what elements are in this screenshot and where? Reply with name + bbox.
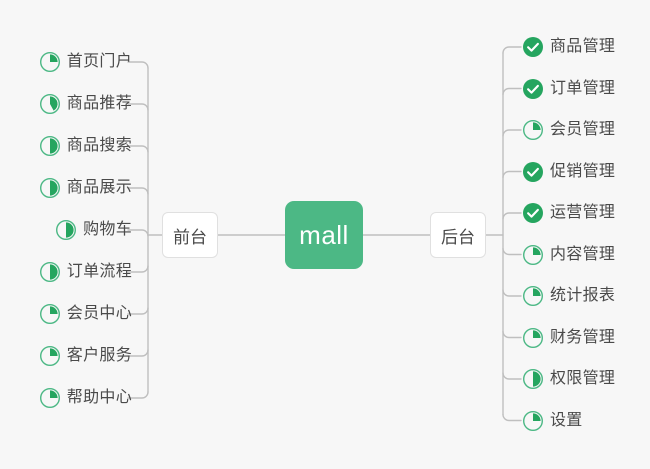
connector-line xyxy=(502,212,522,220)
connector-line xyxy=(502,129,522,137)
leaf-node[interactable]: 权限管理 xyxy=(522,366,615,392)
leaf-node[interactable]: 帮助中心 xyxy=(39,385,132,411)
leaf-node-label: 订单管理 xyxy=(550,79,616,97)
leaf-node-label: 会员中心 xyxy=(66,305,132,322)
pie-progress-icon xyxy=(39,51,61,73)
pie-progress-icon xyxy=(522,327,544,349)
leaf-node-label: 购物车 xyxy=(83,221,132,238)
leaf-node[interactable]: 运营管理 xyxy=(522,200,615,226)
leaf-node[interactable]: 会员中心 xyxy=(39,301,132,327)
pie-progress-icon xyxy=(39,387,61,409)
leaf-node-label: 设置 xyxy=(550,411,583,429)
pie-progress-icon xyxy=(55,219,77,241)
branch-node-back-label: 后台 xyxy=(441,227,475,247)
pie-progress-icon xyxy=(39,303,61,325)
check-circle-icon xyxy=(522,78,544,100)
leaf-node-label: 帮助中心 xyxy=(66,389,132,406)
leaf-node[interactable]: 订单管理 xyxy=(522,76,615,102)
leaf-node[interactable]: 设置 xyxy=(522,408,583,434)
pie-progress-icon xyxy=(522,119,544,141)
leaf-node-label: 内容管理 xyxy=(550,245,616,263)
pie-progress-icon xyxy=(39,93,61,115)
leaf-node-label: 商品搜索 xyxy=(66,137,132,154)
pie-progress-icon xyxy=(522,285,544,307)
connector-line xyxy=(502,46,522,54)
check-circle-icon xyxy=(522,36,544,58)
leaf-node-label: 促销管理 xyxy=(550,162,616,180)
branch-node-back[interactable]: 后台 xyxy=(430,212,486,258)
connector-line xyxy=(502,372,522,380)
leaf-node-label: 统计报表 xyxy=(550,287,616,304)
leaf-node-label: 首页门户 xyxy=(66,53,132,70)
connector-line xyxy=(502,87,522,96)
connector-line xyxy=(502,330,522,339)
leaf-node[interactable]: 购物车 xyxy=(55,217,132,243)
leaf-node-label: 商品展示 xyxy=(66,179,132,196)
leaf-node-label: 商品推荐 xyxy=(66,95,132,112)
leaf-node-label: 会员管理 xyxy=(550,121,616,138)
leaf-node-label: 客户服务 xyxy=(66,347,132,364)
leaf-node[interactable]: 商品管理 xyxy=(522,34,615,60)
branch-node-front-label: 前台 xyxy=(173,227,207,247)
leaf-node[interactable]: 内容管理 xyxy=(522,242,615,268)
leaf-node[interactable]: 统计报表 xyxy=(522,283,615,309)
connector-line xyxy=(502,170,522,179)
leaf-node-label: 权限管理 xyxy=(550,370,616,387)
connector-line xyxy=(502,413,522,422)
root-node-mall[interactable]: mall xyxy=(285,201,363,269)
leaf-node-label: 财务管理 xyxy=(550,328,616,346)
leaf-node[interactable]: 会员管理 xyxy=(522,117,615,143)
root-node-label: mall xyxy=(299,219,349,250)
leaf-node[interactable]: 订单流程 xyxy=(39,259,132,285)
pie-progress-icon xyxy=(39,261,61,283)
leaf-node[interactable]: 商品搜索 xyxy=(39,133,132,159)
leaf-node-label: 订单流程 xyxy=(66,263,132,280)
check-circle-icon xyxy=(522,161,544,183)
pie-progress-icon xyxy=(522,368,544,390)
leaf-node[interactable]: 首页门户 xyxy=(39,49,132,75)
leaf-node[interactable]: 商品推荐 xyxy=(39,91,132,117)
leaf-node[interactable]: 促销管理 xyxy=(522,159,615,185)
check-circle-icon xyxy=(522,202,544,224)
pie-progress-icon xyxy=(39,135,61,157)
leaf-node[interactable]: 客户服务 xyxy=(39,343,132,369)
leaf-node[interactable]: 商品展示 xyxy=(39,175,132,201)
connector-line xyxy=(502,247,522,256)
pie-progress-icon xyxy=(522,244,544,266)
leaf-node-label: 商品管理 xyxy=(550,38,616,55)
pie-progress-icon xyxy=(39,177,61,199)
leaf-node[interactable]: 财务管理 xyxy=(522,325,615,351)
leaf-node-label: 运营管理 xyxy=(550,204,616,221)
pie-progress-icon xyxy=(522,410,544,432)
branch-node-front[interactable]: 前台 xyxy=(162,212,218,258)
pie-progress-icon xyxy=(39,345,61,367)
connector-line xyxy=(502,289,522,297)
